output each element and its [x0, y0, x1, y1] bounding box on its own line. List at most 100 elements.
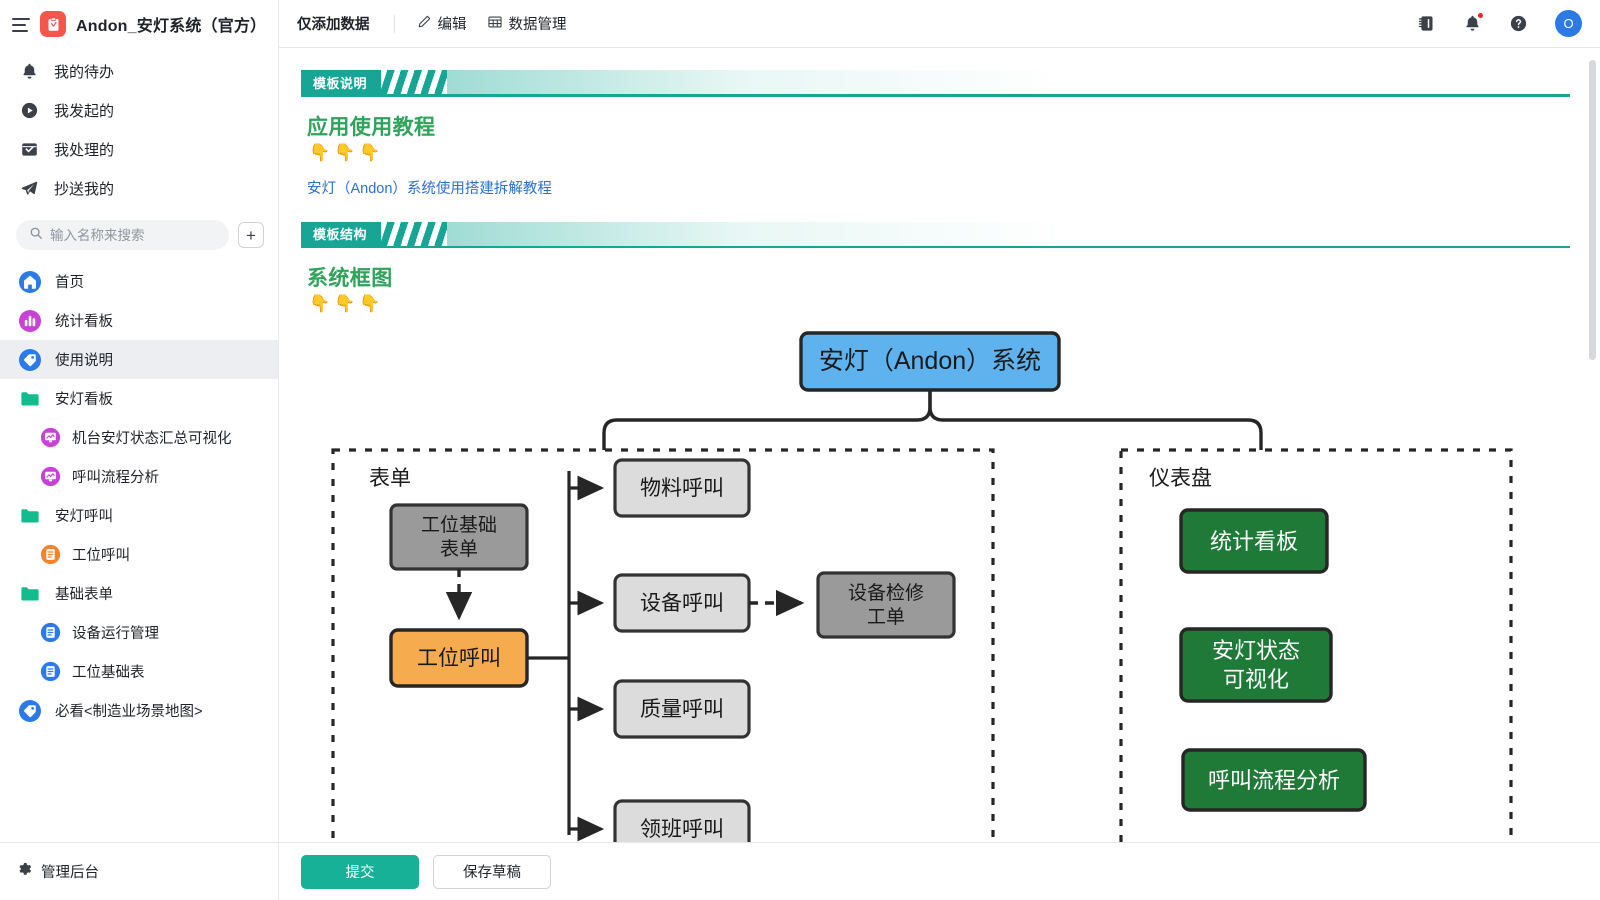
- form-icon: [40, 544, 61, 565]
- tag-icon: [18, 699, 42, 723]
- sidebar-item-label: 工位呼叫: [72, 548, 130, 564]
- bell-icon[interactable]: [1461, 11, 1484, 35]
- tag-icon: [18, 348, 42, 372]
- tutorial-link[interactable]: 安灯（Andon）系统使用搭建拆解教程: [307, 180, 552, 197]
- diagram-node-equipment-repair-order: 设备检修 工单: [816, 571, 956, 639]
- section-underline: [301, 94, 1570, 97]
- notebook-icon[interactable]: [1415, 13, 1437, 35]
- bell-icon: [18, 61, 40, 83]
- bar-chart-icon: [18, 309, 42, 333]
- diagram-node-foreman-call: 领班呼叫: [613, 799, 751, 842]
- sidebar-item-andon-board-folder[interactable]: 安灯看板: [0, 379, 278, 418]
- main-panel: 仅添加数据 编辑 数据管理: [279, 0, 1600, 900]
- form-icon: [40, 622, 61, 643]
- sidebar-top-nav: 我的待办 我发起的 我处理的 抄送我的: [0, 48, 278, 214]
- table-icon: [487, 14, 503, 34]
- help-circle-icon[interactable]: [1507, 13, 1529, 35]
- sidebar-item-station-base-table[interactable]: 工位基础表: [0, 652, 278, 691]
- sidebar-item-usage-guide[interactable]: 使用说明: [0, 340, 278, 379]
- save-draft-button[interactable]: 保存草稿: [433, 854, 551, 889]
- sidebar-item-label: 我的待办: [54, 64, 115, 81]
- sidebar-item-label: 使用说明: [55, 353, 113, 369]
- sidebar-item-machine-andon-visual[interactable]: 机台安灯状态汇总可视化: [0, 418, 278, 457]
- app-logo-icon[interactable]: [40, 11, 66, 37]
- sidebar-item-label: 我发起的: [54, 103, 115, 120]
- sidebar-item-label: 基础表单: [55, 587, 113, 603]
- tab-data-management-label: 数据管理: [508, 17, 567, 33]
- sidebar-item-label: 安灯呼叫: [55, 509, 113, 525]
- sidebar-item-manufacturing-map[interactable]: 必看<制造业场景地图>: [0, 691, 278, 730]
- section-stripes-decoration: [381, 70, 448, 94]
- diagram-node-root-label: 安灯（Andon）系统: [819, 347, 1041, 375]
- section-title-tutorial: 应用使用教程: [307, 115, 436, 139]
- action-bar: 提交 保存草稿: [279, 842, 1600, 900]
- folder-icon: [18, 387, 42, 411]
- sidebar-item-home[interactable]: 首页: [0, 262, 278, 301]
- hamburger-icon[interactable]: [12, 16, 30, 32]
- topbar-icon-group: O: [1415, 10, 1584, 37]
- tab-add-data-only[interactable]: 仅添加数据: [297, 17, 370, 33]
- sidebar-item-andon-call-folder[interactable]: 安灯呼叫: [0, 496, 278, 535]
- sidebar-tree[interactable]: 首页 统计看板 使用说明 安灯看板: [0, 260, 278, 842]
- pencil-icon: [417, 14, 432, 33]
- sidebar-item-label: 呼叫流程分析: [72, 470, 159, 486]
- sidebar-header: Andon_安灯系统（官方）: [0, 0, 278, 48]
- add-app-button[interactable]: +: [238, 222, 264, 248]
- svg-text:安灯状态: 安灯状态: [1212, 638, 1300, 663]
- notification-badge: [1477, 11, 1484, 19]
- sidebar-item-stats-board[interactable]: 统计看板: [0, 301, 278, 340]
- section-band-template-desc: 模板说明: [301, 70, 1570, 94]
- diagram-node-foreman-call-label: 领班呼叫: [640, 818, 724, 841]
- diagram-group-forms-label: 表单: [369, 467, 411, 490]
- search-box[interactable]: [16, 220, 229, 250]
- sidebar-item-label: 首页: [55, 275, 84, 291]
- diagram-node-station-call: 工位呼叫: [389, 628, 529, 688]
- tab-edit-label: 编辑: [437, 17, 467, 33]
- sidebar-item-label: 必看<制造业场景地图>: [55, 704, 203, 720]
- home-icon: [18, 270, 42, 294]
- diagram-node-station-call-label: 工位呼叫: [417, 647, 501, 670]
- diagram-node-station-base-form: 工位基础 表单: [389, 503, 529, 571]
- pointing-down-hands-icon: 👇👇👇: [309, 142, 385, 162]
- admin-console-link[interactable]: 管理后台: [0, 842, 278, 900]
- diagram-node-quality-call: 质量呼叫: [613, 679, 751, 739]
- system-block-diagram: 安灯（Andon）系统 表单 仪表盘: [301, 325, 1570, 842]
- play-circle-icon: [18, 100, 40, 122]
- diagram-svg: 安灯（Andon）系统 表单 仪表盘: [331, 331, 1513, 842]
- diagram-node-equipment-call: 设备呼叫: [613, 573, 751, 633]
- diagram-group-dashboard-label: 仪表盘: [1149, 467, 1212, 490]
- sidebar-item-call-flow-analysis[interactable]: 呼叫流程分析: [0, 457, 278, 496]
- tab-edit[interactable]: 编辑: [407, 8, 477, 40]
- user-avatar[interactable]: O: [1555, 10, 1582, 37]
- sidebar-item-equipment-operation[interactable]: 设备运行管理: [0, 613, 278, 652]
- sidebar-item-processed[interactable]: 我处理的: [0, 130, 278, 169]
- dashboard-icon: [40, 427, 61, 448]
- sidebar-item-label: 我处理的: [54, 142, 115, 159]
- section-fade-decoration: [447, 70, 1570, 94]
- diagram-node-call-flow-analysis-label: 呼叫流程分析: [1208, 768, 1340, 793]
- diagram-node-stats-board-label: 统计看板: [1210, 529, 1298, 554]
- tab-data-management[interactable]: 数据管理: [477, 8, 577, 40]
- search-input[interactable]: [50, 227, 216, 243]
- topbar: 仅添加数据 编辑 数据管理: [279, 0, 1600, 48]
- sidebar-item-label: 抄送我的: [54, 181, 115, 198]
- pointing-down-hands-icon: 👇👇👇: [309, 294, 385, 314]
- sidebar-item-station-call[interactable]: 工位呼叫: [0, 535, 278, 574]
- section-tag: 模板说明: [301, 70, 382, 94]
- folder-icon: [18, 504, 42, 528]
- sidebar-item-initiated[interactable]: 我发起的: [0, 91, 278, 130]
- form-icon: [40, 661, 61, 682]
- gear-icon: [18, 862, 33, 881]
- sidebar-item-base-forms-folder[interactable]: 基础表单: [0, 574, 278, 613]
- sidebar-search-row: +: [0, 214, 278, 260]
- section-stripes-decoration: [381, 221, 448, 246]
- sidebar-item-cc-me[interactable]: 抄送我的: [0, 169, 278, 208]
- section-fade-decoration: [447, 221, 1570, 246]
- content-scroll: 模板说明 应用使用教程 👇👇👇 安灯（Andon）系统使用搭建拆解教程 模板结构…: [279, 48, 1600, 842]
- sidebar-item-label: 工位基础表: [72, 665, 145, 681]
- submit-button[interactable]: 提交: [301, 854, 419, 889]
- section-band-template-structure: 模板结构: [301, 221, 1570, 246]
- sidebar-item-label: 统计看板: [55, 314, 113, 330]
- sidebar-item-my-todo[interactable]: 我的待办: [0, 52, 278, 91]
- svg-text:表单: 表单: [440, 538, 478, 560]
